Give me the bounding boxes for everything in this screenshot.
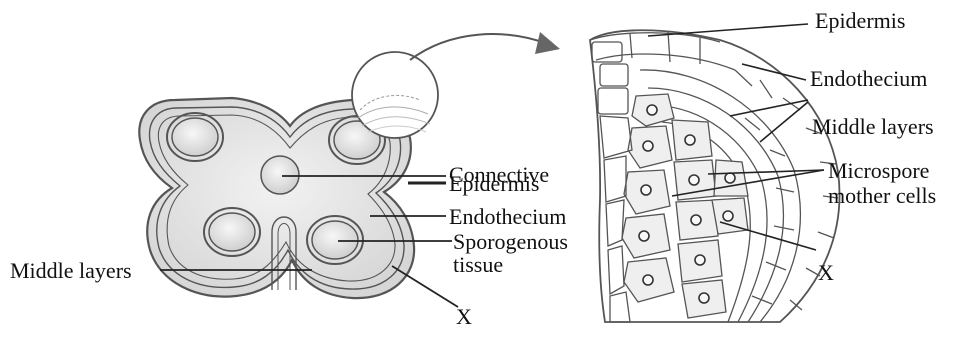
enlarge-arrow [410, 32, 560, 60]
locule-top-left [167, 113, 223, 161]
locule-bottom-right [307, 216, 363, 264]
magnified-region-circle [352, 52, 438, 138]
label-x-right: X [818, 262, 834, 284]
label-middle-layers-left: Middle layers [10, 260, 132, 282]
label-microspore-line2: mother cells [828, 185, 936, 207]
label-epidermis-right: Epidermis [815, 10, 905, 32]
label-epidermis-left: Epidermis [449, 173, 539, 195]
label-endothecium-right: Endothecium [810, 68, 927, 90]
label-endothecium-left: Endothecium [449, 206, 566, 228]
label-sporogenous-line2: tissue [453, 254, 503, 276]
label-sporogenous-line1: Sporogenous [453, 231, 568, 253]
enlarged-wall-section [590, 30, 840, 322]
locule-bottom-left [204, 208, 260, 256]
label-x-left: X [456, 306, 472, 328]
label-middle-layers-right: Middle layers [812, 116, 934, 138]
connective-tissue [261, 156, 299, 194]
label-microspore-line1: Microspore [828, 160, 929, 182]
